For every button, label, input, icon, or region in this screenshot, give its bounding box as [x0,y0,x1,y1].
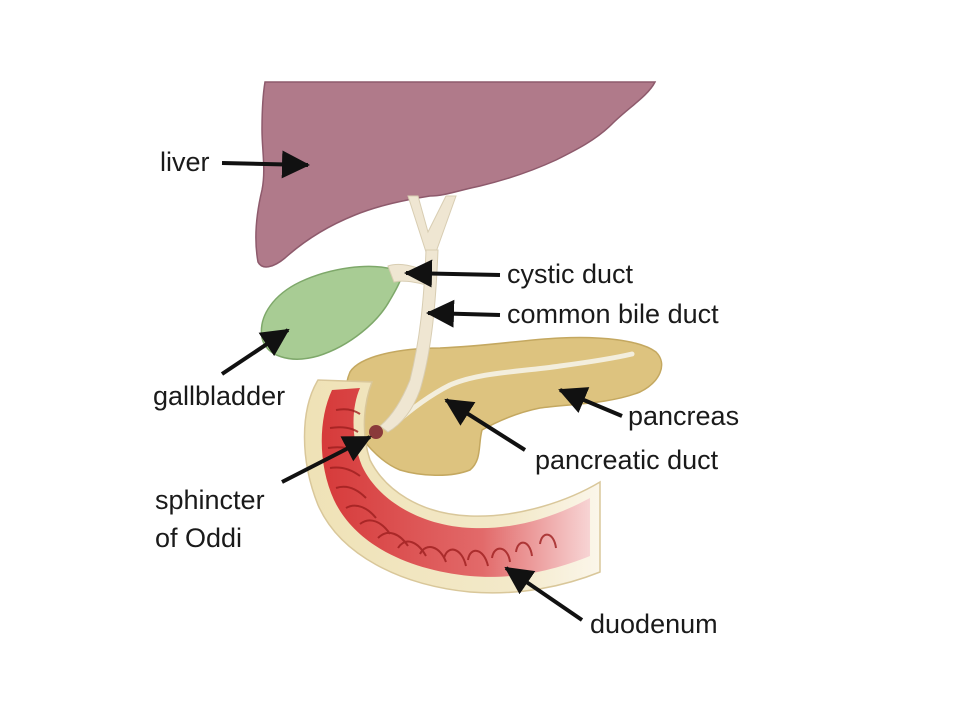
arrow-pancreatic-duct [444,398,527,452]
duodenum-lumen [321,388,590,577]
liver-shape [255,81,657,268]
label-duodenum: duodenum [590,609,718,639]
label-sphincter-line2: of Oddi [155,523,243,553]
label-sphincter-line1: sphincter [155,485,265,515]
arrow-duodenum [504,566,584,622]
arrow-common-bile-duct [426,299,501,328]
arrow-cystic-duct [404,259,501,288]
label-cystic-duct: cystic duct [507,259,634,289]
arrow-pancreas [558,387,623,418]
hepatic-ducts [407,195,457,253]
label-gallbladder: gallbladder [153,381,286,411]
gallbladder-shape [260,265,403,360]
arrow-sphincter [281,435,372,484]
arrow-liver [221,150,310,179]
pancreatic-duct-shape [389,351,635,429]
label-pancreas: pancreas [628,401,740,431]
label-arrows [220,150,623,622]
arrow-gallbladder [220,328,290,376]
label-common-bile-duct: common bile duct [507,299,719,329]
sphincter-of-oddi-shape [369,425,383,439]
label-liver: liver [160,147,210,177]
label-pancreatic-duct: pancreatic duct [535,445,719,475]
